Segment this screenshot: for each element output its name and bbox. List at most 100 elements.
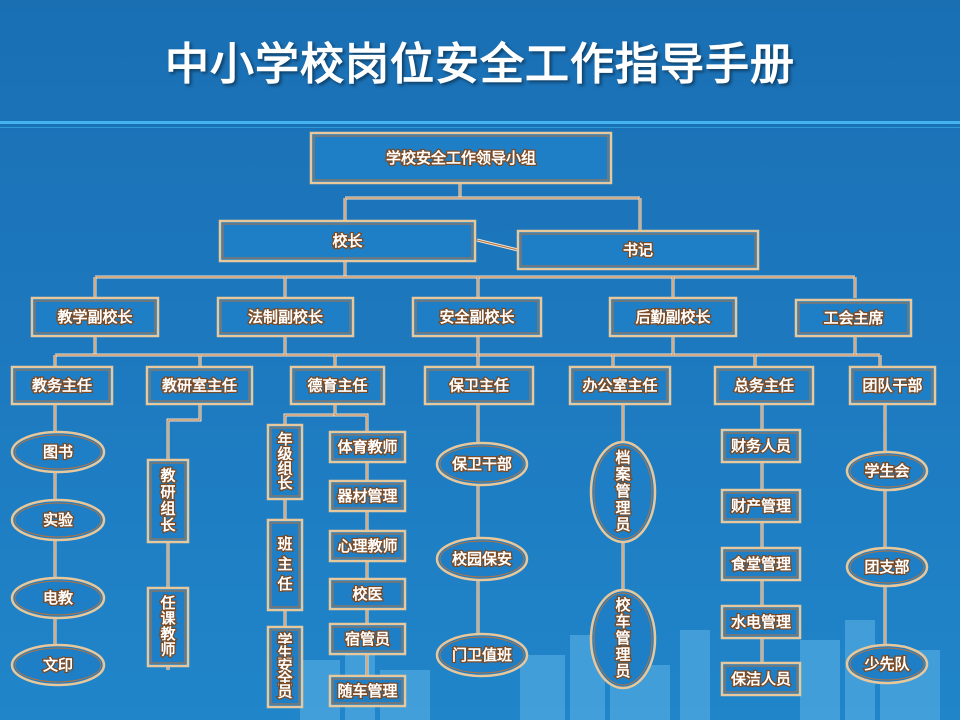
node-shape [411, 296, 543, 338]
node-label: 安全副校长 [439, 308, 515, 326]
node-label: 宿管员 [345, 630, 390, 648]
node-school-doctor: 校医 [328, 577, 407, 611]
node-label: 工会主席 [823, 309, 883, 327]
node-shape-inner [14, 580, 102, 616]
node-shape-inner [270, 629, 300, 705]
node-shape [568, 365, 672, 406]
node-label: 门卫值班 [452, 646, 512, 664]
node-shape-inner [439, 445, 525, 483]
node-shape-inner [149, 369, 250, 402]
node-shape-inner [849, 454, 925, 488]
node-label: 团支部 [864, 558, 909, 576]
node-label: 食堂管理 [731, 555, 791, 573]
node-label: 法制副校长 [248, 308, 324, 326]
node-shape-inner [724, 492, 798, 520]
node-label: 学生会 [864, 462, 909, 480]
node-shape [10, 498, 106, 542]
node-shape [423, 365, 535, 406]
node-class-teacher: 班主任 [266, 518, 304, 612]
node-shape-inner [222, 223, 473, 259]
node-shape [145, 365, 254, 406]
node-label: 体育教师 [337, 438, 397, 456]
node-shape-inner [852, 369, 933, 402]
node-course-teacher: 任课教师 [146, 586, 190, 668]
node-youth-cadre: 团队干部 [848, 365, 937, 406]
node-shape [589, 440, 657, 544]
node-asset-mgmt: 财产管理 [720, 488, 802, 524]
node-label: 器材管理 [336, 487, 397, 505]
node-label: 德育主任 [307, 377, 367, 395]
node-shape [516, 229, 760, 271]
node-shape-inner [332, 483, 403, 509]
node-shape-inner [14, 369, 110, 402]
node-shape [30, 296, 160, 338]
node-shape [845, 546, 929, 588]
node-shape [720, 604, 802, 640]
node-party-secretary: 书记 [516, 229, 760, 271]
node-shape-inner [34, 300, 156, 334]
node-leadership-group: 学校安全工作领导小组 [309, 131, 613, 185]
node-shape-inner [270, 427, 300, 497]
node-library: 图书 [10, 430, 106, 474]
node-shape-inner [593, 592, 653, 686]
node-shape [848, 365, 937, 406]
node-printing: 文印 [10, 643, 106, 687]
node-label: 教学副校长 [56, 308, 133, 326]
node-vehicle-manager: 校车管理员 [589, 588, 657, 690]
node-pe-teacher: 体育教师 [328, 430, 407, 464]
node-shape-inner [150, 590, 186, 664]
node-dorm-manager: 宿管员 [328, 622, 407, 656]
node-student-union: 学生会 [845, 450, 929, 492]
node-shape [435, 632, 529, 678]
node-shape [146, 586, 190, 668]
node-grade-leader: 年级组长 [266, 423, 304, 501]
node-bus-mgmt: 随车管理 [328, 674, 407, 708]
node-cleaning-staff: 保洁人员 [720, 661, 802, 697]
node-shape-inner [572, 369, 668, 402]
node-av-edu: 电教 [10, 576, 106, 620]
node-label: 年级组长 [277, 430, 293, 492]
node-shape [845, 643, 929, 685]
node-dir-research: 教研室主任 [145, 365, 254, 406]
node-shape [435, 441, 529, 487]
node-shape [328, 577, 407, 611]
node-shape [289, 365, 386, 406]
node-label: 校园保安 [452, 550, 512, 568]
node-campus-security: 校园保安 [435, 536, 529, 582]
node-label: 总务主任 [734, 377, 794, 395]
node-shape [435, 536, 529, 582]
node-shape [266, 423, 304, 501]
node-shape [713, 365, 815, 406]
node-security-cadre: 保卫干部 [435, 441, 529, 487]
node-label: 财产管理 [731, 497, 791, 515]
node-shape-inner [150, 462, 186, 540]
page-title: 中小学校岗位安全工作指导手册 [165, 39, 795, 90]
node-shape [720, 661, 802, 697]
node-shape-inner [849, 550, 925, 584]
node-label: 保卫主任 [448, 377, 509, 395]
node-shape-inner [332, 434, 403, 460]
node-shape [266, 625, 304, 709]
node-shape [328, 479, 407, 513]
node-shape-inner [724, 608, 798, 636]
node-label: 图书 [43, 443, 73, 461]
node-vp-legal: 法制副校长 [216, 296, 355, 338]
node-equipment-mgmt: 器材管理 [328, 479, 407, 513]
node-shape [218, 219, 477, 263]
node-finance-staff: 财务人员 [720, 428, 802, 464]
node-shape [10, 576, 106, 620]
node-shape-inner [313, 135, 609, 181]
node-shape-inner [439, 540, 525, 578]
node-label: 保卫干部 [451, 455, 512, 473]
node-label: 团队干部 [862, 377, 922, 395]
node-shape-inner [427, 369, 531, 402]
node-shape [10, 643, 106, 687]
node-dir-office: 办公室主任 [568, 365, 672, 406]
node-shape-inner [612, 300, 734, 334]
node-vp-teaching: 教学副校长 [30, 296, 160, 338]
node-shape [216, 296, 355, 338]
node-shape [328, 529, 407, 563]
node-shape-inner [798, 302, 909, 334]
node-shape-inner [220, 300, 351, 334]
node-shape [328, 622, 407, 656]
